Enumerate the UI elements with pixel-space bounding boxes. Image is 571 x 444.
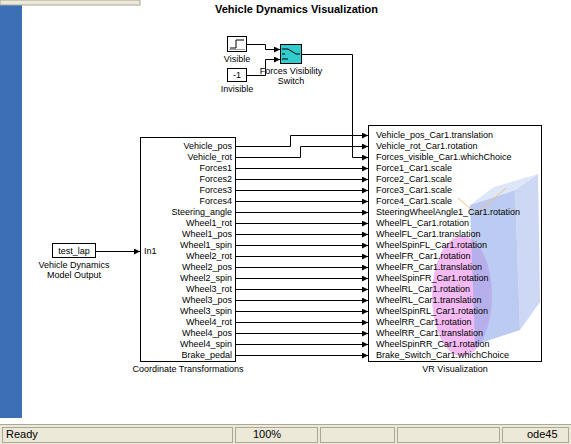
port-label: Force4_Car1.scale [376, 196, 452, 206]
port-label: Forces4 [199, 196, 232, 206]
port-label: Brake_Switch_Car1.whichChoice [376, 350, 509, 360]
port-label: Forces_visible_Car1.whichChoice [376, 152, 512, 162]
step-axis [229, 49, 245, 50]
port-label: Wheel3_spin [180, 306, 232, 316]
block-label: Vehicle Dynamics Model Output [33, 260, 115, 280]
port-label: WheelFL_Car1.translation [376, 229, 481, 239]
port-label: WheelSpinFL_Car1.rotation [376, 240, 487, 250]
signal-line [236, 256, 368, 257]
status-bar-edge [0, 424, 571, 425]
port-label: Force1_Car1.scale [376, 163, 452, 173]
port-label: Wheel1_spin [180, 240, 232, 250]
signal-line [236, 168, 368, 169]
signal-line [236, 147, 368, 158]
port-label: Wheel1_rot [186, 218, 232, 228]
signal-line [236, 267, 368, 268]
port-label: Vehicle_pos_Car1.translation [376, 130, 493, 140]
port-label: Vehicle_pos [183, 141, 232, 151]
solver-name: ode45 [527, 428, 558, 441]
port-label: Vehicle_rot [187, 152, 232, 162]
status-panes [3, 428, 569, 443]
switch-fill [280, 44, 302, 64]
signal-line [96, 251, 140, 252]
port-label: Wheel4_rot [186, 317, 232, 327]
status-pane [321, 428, 395, 443]
port-label: Forces1 [199, 163, 232, 173]
block-label: Visible [224, 54, 250, 64]
port-label: WheelSpinRL_Car1.rotation [376, 306, 488, 316]
block-label: Coordinate Transformations [132, 364, 243, 374]
status-text: Ready [6, 428, 38, 441]
signal-line [236, 212, 368, 213]
subsystem-block: In1Vehicle_posVehicle_rotForces1Forces2F… [140, 137, 236, 362]
signal-line [247, 45, 280, 50]
signal-line [236, 234, 368, 235]
port-label: Wheel4_spin [180, 339, 232, 349]
port-label: Wheel1_pos [182, 229, 232, 239]
signal-line [236, 333, 368, 334]
signal-line [236, 289, 368, 290]
step-icon [230, 40, 244, 48]
status-pane [503, 428, 569, 443]
switch-block: Forces Visibility Switch [280, 44, 302, 64]
desktop-strip [0, 0, 22, 418]
signal-line [236, 245, 368, 246]
block-label: Forces Visibility Switch [253, 66, 329, 86]
signal-line [236, 136, 368, 147]
constant-block: Visible [227, 36, 247, 52]
signal-line [236, 278, 368, 279]
port-label: WheelFL_Car1.rotation [376, 218, 469, 228]
constant-block: -1Invisible [227, 68, 247, 82]
port-label: Forces2 [199, 174, 232, 184]
port-label: Wheel2_spin [180, 273, 232, 283]
port-label: Wheel2_rot [186, 251, 232, 261]
port-label: WheelFR_Car1.translation [376, 262, 482, 272]
port-label: Wheel3_pos [182, 295, 232, 305]
port-label: SteeringWheelAngle1_Car1.rotation [376, 207, 520, 217]
signal-line [236, 201, 368, 202]
port-label: Force3_Car1.scale [376, 185, 452, 195]
port-label: Brake_pedal [181, 350, 232, 360]
port-label: WheelSpinFR_Car1.rotation [376, 273, 489, 283]
port-label: WheelRL_Car1.translation [376, 295, 482, 305]
port-label: WheelSpinRR_Car1.rotation [376, 339, 490, 349]
vr-sink-block: Vehicle_pos_Car1.translationVehicle_rot_… [368, 125, 542, 362]
status-pane [3, 428, 233, 443]
block-label: Invisible [221, 84, 254, 94]
signal-line [236, 223, 368, 224]
port-label: Forces3 [199, 185, 232, 195]
port-label: Wheel4_pos [182, 328, 232, 338]
port-label: Steering_angle [171, 207, 232, 217]
diagram-title: Vehicle Dynamics Visualization [22, 3, 571, 16]
status-bar [0, 424, 571, 444]
signal-line [236, 190, 368, 191]
signal-line [236, 344, 368, 345]
port-label: Wheel3_rot [186, 284, 232, 294]
switch-icon [282, 49, 300, 59]
port-label: WheelRR_Car1.translation [376, 328, 483, 338]
signal-line [236, 300, 368, 301]
port-label: Wheel2_pos [182, 262, 232, 272]
port-label: Force2_Car1.scale [376, 174, 452, 184]
toolbar-edge [0, 0, 140, 5]
zoom-level: 100% [253, 428, 281, 441]
block-text: -1 [233, 70, 241, 80]
signal-line [236, 322, 368, 323]
port-label: WheelRL_Car1.rotation [376, 284, 470, 294]
from-workspace-block: test_lapVehicle Dynamics Model Output [52, 243, 96, 258]
car-body-side [515, 174, 540, 330]
port-label: Vehicle_rot_Car1.rotation [376, 141, 478, 151]
signal-line [236, 179, 368, 180]
signal-line [236, 355, 368, 356]
port-label: WheelFR_Car1.rotation [376, 251, 471, 261]
port-label: WheelRR_Car1.rotation [376, 317, 472, 327]
block-label: VR Visualization [422, 364, 487, 374]
block-text: test_lap [58, 246, 90, 256]
status-pane [398, 428, 500, 443]
status-pane [236, 428, 318, 443]
port-label: In1 [144, 246, 157, 256]
signal-line [236, 311, 368, 312]
